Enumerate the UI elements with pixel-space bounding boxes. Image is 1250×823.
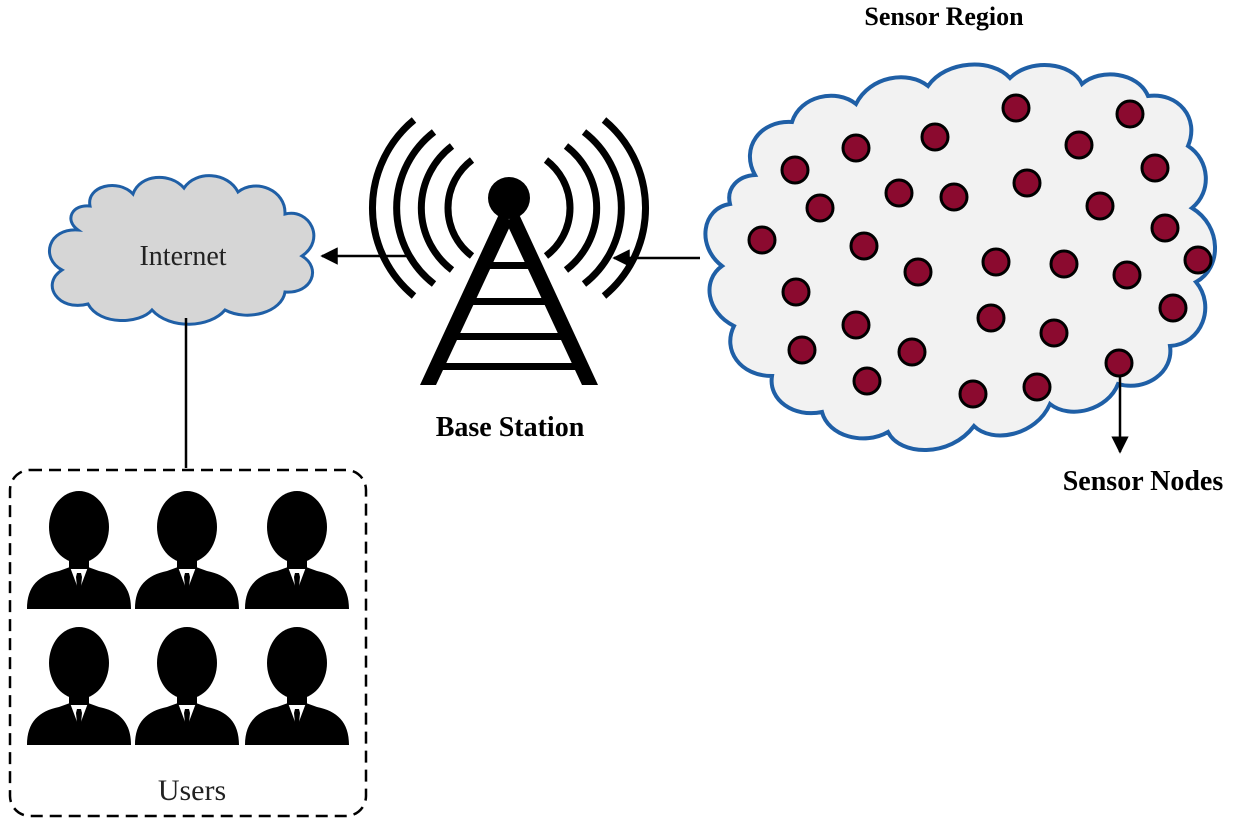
sensor-region-label: Sensor Region [864,2,1024,31]
sensor-node [939,182,969,212]
sensor-node [1022,372,1052,402]
sensor-node [1001,93,1031,123]
businessman-icon [135,627,239,745]
sensor-node [1158,293,1188,323]
businessman-icon [27,491,131,609]
sensor-node [897,337,927,367]
users-group [27,491,349,745]
sensor-node [1150,213,1180,243]
sensor-node [1085,191,1115,221]
sensor-node [781,277,811,307]
users-label: Users [158,774,226,807]
sensor-node [903,257,933,287]
businessman-icon [27,627,131,745]
sensor-region-cloud [703,62,1217,452]
sensor-node [1112,260,1142,290]
sensor-node [981,247,1011,277]
sensor-node [958,379,988,409]
sensor-node [884,178,914,208]
sensor-node [976,303,1006,333]
businessman-icon [245,491,349,609]
base-station-label: Base Station [436,412,585,443]
sensor-node [1049,249,1079,279]
sensor-node [841,133,871,163]
sensor-node [787,335,817,365]
sensor-node [849,231,879,261]
sensor-node [1104,348,1134,378]
sensor-node [920,122,950,152]
sensor-node [780,155,810,185]
internet-cloud [47,174,316,326]
businessman-icon [245,627,349,745]
sensor-node [1115,99,1145,129]
sensor-node [841,310,871,340]
sensor-nodes-label: Sensor Nodes [1063,466,1224,497]
sensor-node [747,225,777,255]
businessman-icon [135,491,239,609]
sensor-nodes-group [747,93,1213,409]
users-box [8,468,368,818]
sensor-node [852,366,882,396]
sensor-node [1039,318,1069,348]
sensor-node [1012,168,1042,198]
radio-tower-icon [369,117,649,385]
sensor-node [805,193,835,223]
sensor-node [1140,153,1170,183]
sensor-node [1064,130,1094,160]
internet-label: Internet [139,241,226,272]
sensor-node [1183,245,1213,275]
